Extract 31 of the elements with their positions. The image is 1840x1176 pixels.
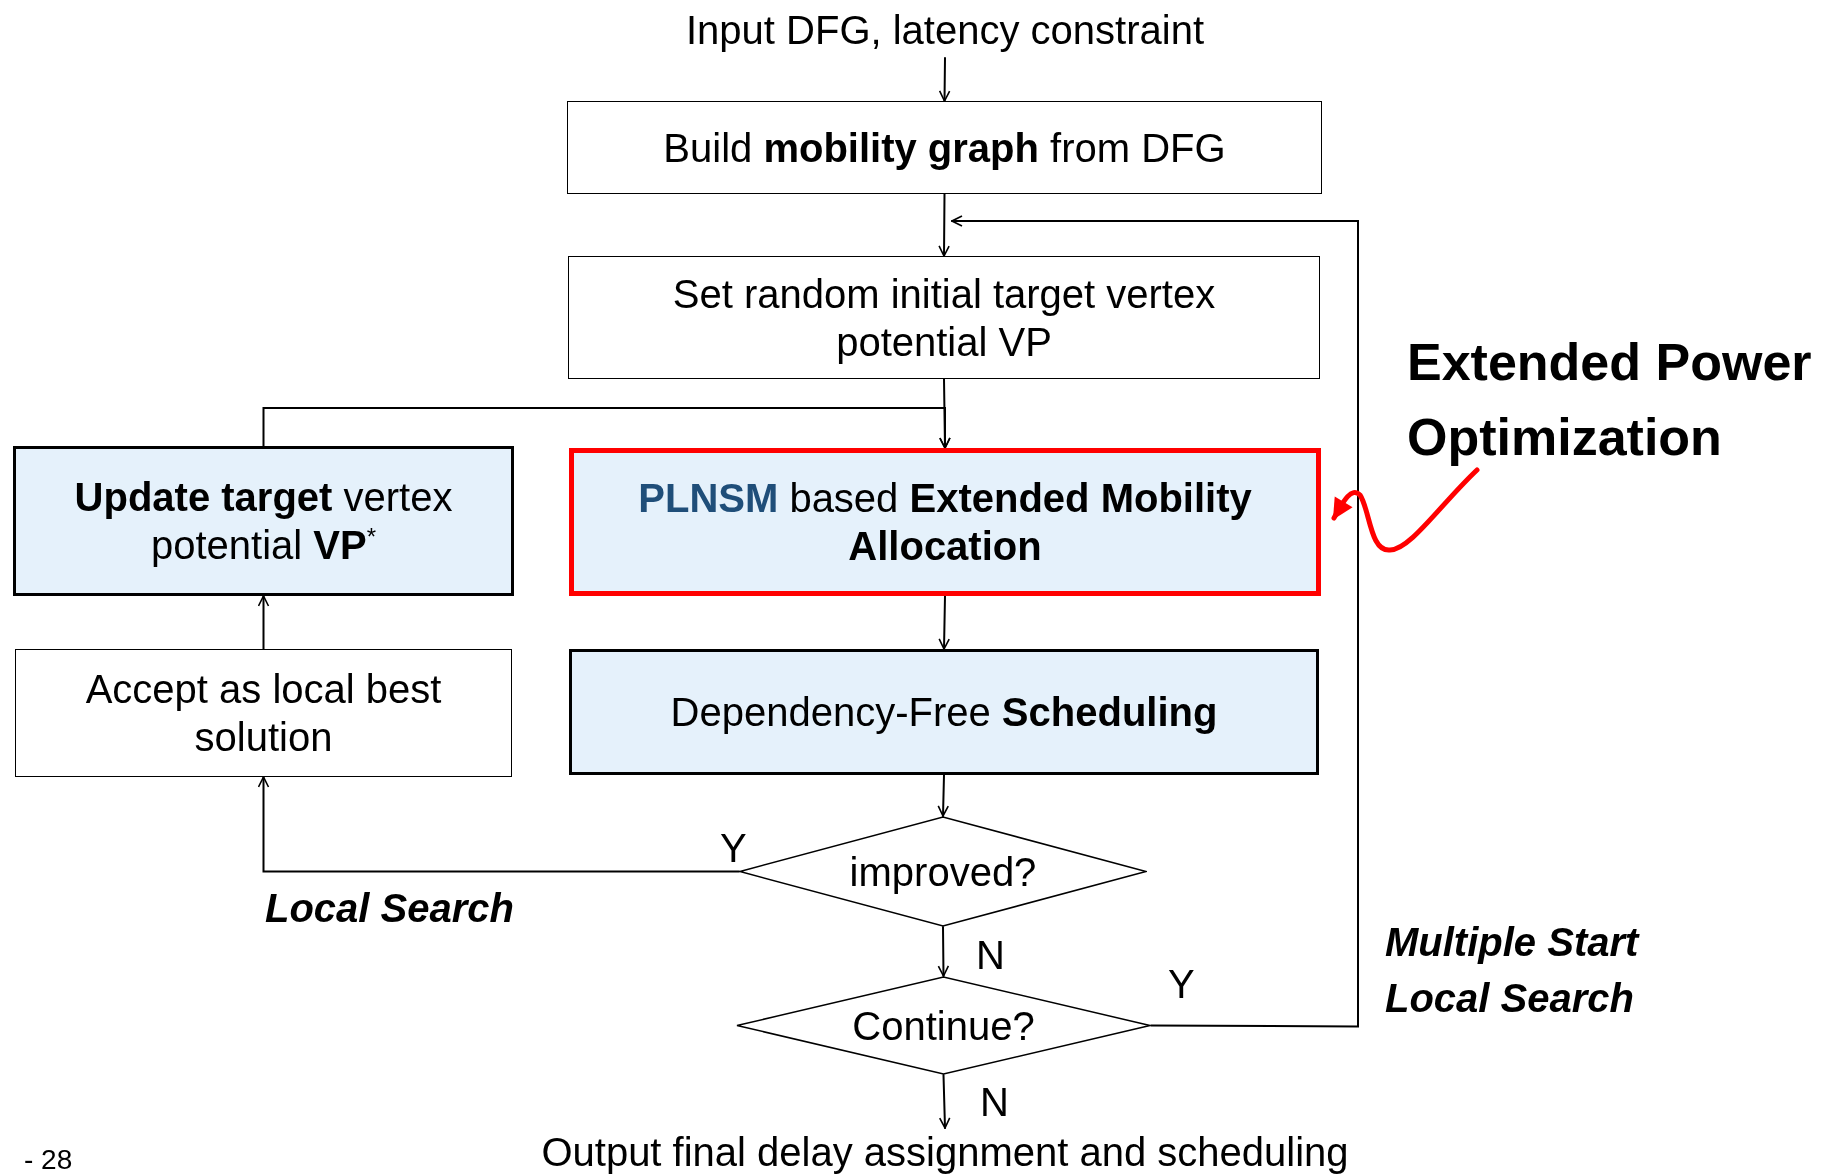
arrow bbox=[937, 774, 950, 817]
flow-text: Input DFG, latency constraint bbox=[686, 7, 1204, 54]
arrow bbox=[938, 193, 950, 257]
region-label: Multiple Start Local Search bbox=[1385, 919, 1641, 1022]
arrow bbox=[937, 926, 950, 977]
arrow bbox=[938, 595, 950, 650]
box-text: PLNSM based Extended Mobility Allocation bbox=[637, 475, 1253, 570]
arrow bbox=[262, 407, 951, 449]
highlighted-process-box bbox=[569, 448, 1321, 596]
box-text: Build mobility graph from DFG bbox=[663, 124, 1226, 172]
box-text: Dependency-Free Scheduling bbox=[670, 689, 1218, 736]
box-text: Accept as local best solution bbox=[84, 666, 443, 761]
arrow bbox=[938, 1074, 951, 1129]
arrow bbox=[951, 215, 1359, 1028]
arrow bbox=[257, 595, 270, 650]
arrow bbox=[257, 776, 740, 873]
decision-text: improved? bbox=[849, 848, 1037, 896]
region-label: Local Search bbox=[265, 885, 515, 932]
process-box bbox=[567, 101, 1322, 194]
decision-text: Continue? bbox=[852, 1002, 1035, 1050]
process-box bbox=[15, 649, 512, 777]
annotation-text: Extended Power Optimization bbox=[1407, 331, 1813, 468]
process-box bbox=[13, 446, 514, 596]
annotation-arrow bbox=[1331, 467, 1480, 553]
arrow bbox=[938, 57, 951, 102]
flow-text: Output final delay assignment and scheduling bbox=[541, 1129, 1349, 1176]
process-box bbox=[569, 649, 1319, 775]
process-box bbox=[568, 256, 1320, 379]
box-text: Set random initial target vertex potential VP bbox=[671, 270, 1217, 366]
box-text: Update target vertex potential VP$^{*}$ bbox=[73, 474, 454, 569]
page-number: - 28 bbox=[24, 1143, 74, 1176]
